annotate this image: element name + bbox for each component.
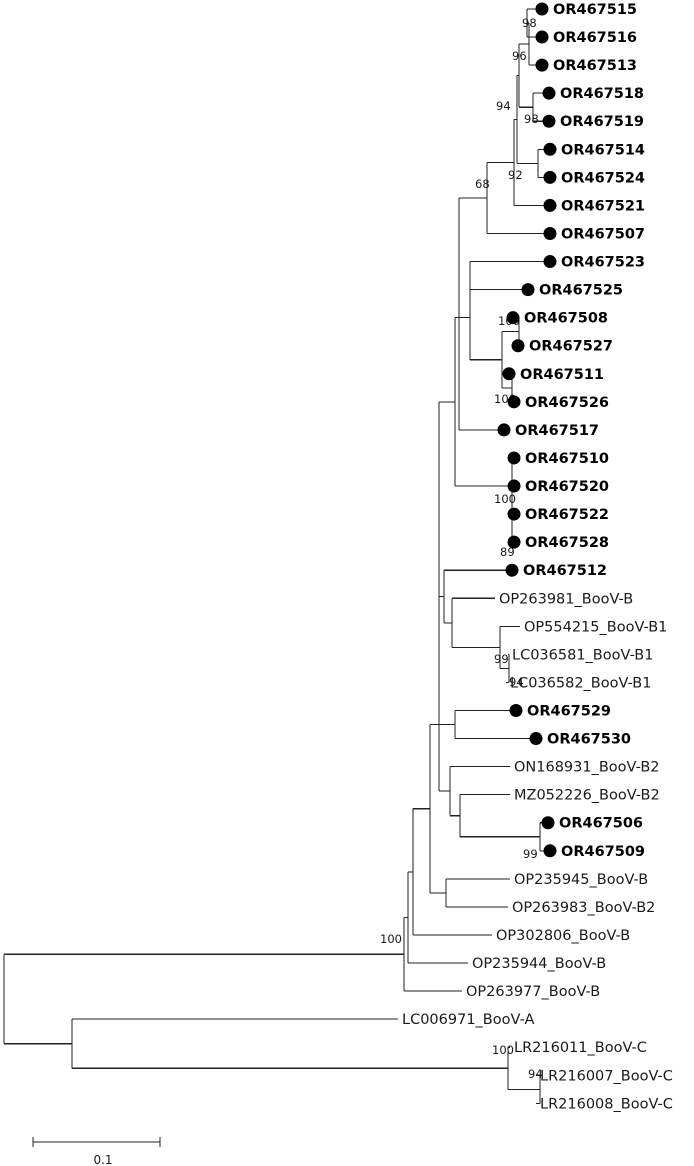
leaf-label: ON168931_BooV-B2 <box>514 760 660 776</box>
filled-circle-icon <box>529 732 543 746</box>
leaf-label: OR467521 <box>561 198 645 214</box>
filled-circle-icon <box>542 114 556 128</box>
leaf-label: OR467519 <box>560 114 644 130</box>
leaf-label: OR467510 <box>525 451 609 467</box>
filled-circle-icon <box>543 255 557 269</box>
leaf-label: LC036582_BooV-B1 <box>510 675 651 691</box>
leaf-label: OP235945_BooV-B <box>514 872 648 888</box>
bootstrap-value: 92 <box>508 168 523 182</box>
filled-circle-icon <box>543 170 557 184</box>
leaf-label: LR216007_BooV-C <box>540 1068 673 1084</box>
filled-circle-icon <box>543 844 557 858</box>
bootstrap-value: 68 <box>475 177 490 191</box>
filled-circle-icon <box>535 2 549 16</box>
filled-circle-icon <box>507 535 521 549</box>
filled-circle-icon <box>507 451 521 465</box>
leaf-label: OR467523 <box>561 255 645 271</box>
filled-circle-icon <box>541 816 555 830</box>
leaf-label: OR467524 <box>561 170 645 186</box>
leaf-label: OR467522 <box>525 507 609 523</box>
leaf-label: OR467520 <box>525 479 609 495</box>
bootstrap-value: 99 <box>523 847 538 861</box>
bootstrap-value: 94 <box>509 675 524 689</box>
leaf-label: LC036581_BooV-B1 <box>512 647 653 663</box>
leaf-label: OR467526 <box>525 395 609 411</box>
leaf-label: OR467517 <box>515 423 599 439</box>
leaf-label: OP263983_BooV-B2 <box>512 900 655 916</box>
leaf-label: OR467506 <box>559 816 643 832</box>
leaf-label: LR216011_BooV-C <box>514 1040 647 1056</box>
leaf-label: OR467528 <box>525 535 609 551</box>
filled-circle-icon <box>535 30 549 44</box>
leaf-label: OP235944_BooV-B <box>472 956 606 972</box>
tree-branches <box>3 8 546 1104</box>
bootstrap-values: 9896949892681001001008999949910010094 <box>380 16 543 1081</box>
filled-circle-icon <box>507 507 521 521</box>
leaf-label: OR467514 <box>561 142 645 158</box>
leaf-label: OP554215_BooV-B1 <box>524 619 667 635</box>
filled-circle-icon <box>505 563 519 577</box>
leaf-label: OR467525 <box>539 283 623 299</box>
bootstrap-value: 94 <box>496 99 511 113</box>
filled-circle-icon <box>543 198 557 212</box>
leaf-label: OR467530 <box>547 732 631 748</box>
bootstrap-value: 98 <box>522 16 537 30</box>
leaf-label: OR467518 <box>560 86 644 102</box>
filled-circle-icon <box>542 86 556 100</box>
bootstrap-value: 100 <box>494 492 516 506</box>
bootstrap-value: 100 <box>380 932 402 946</box>
leaf-label: LR216008_BooV-C <box>540 1096 673 1112</box>
bootstrap-value: 100 <box>492 1043 514 1057</box>
filled-circle-icon <box>502 367 516 381</box>
filled-circle-icon <box>543 142 557 156</box>
scale-bar: 0.1 <box>32 1137 161 1166</box>
filled-circle-icon <box>543 226 557 240</box>
leaf-label: OR467513 <box>553 58 637 74</box>
bootstrap-value: 89 <box>500 545 515 559</box>
leaf-label: LC006971_BooV-A <box>402 1012 534 1028</box>
leaf-label: OP263981_BooV-B <box>499 591 633 607</box>
bootstrap-value: 96 <box>512 49 527 63</box>
filled-circle-icon <box>497 423 511 437</box>
leaf-label: OR467516 <box>553 30 637 46</box>
filled-circle-icon <box>507 479 521 493</box>
filled-circle-icon <box>509 704 523 717</box>
leaf-label: MZ052226_BooV-B2 <box>514 788 660 804</box>
leaf-label: OR467507 <box>561 226 645 242</box>
bootstrap-value: 98 <box>524 112 539 126</box>
leaf-label: OR467529 <box>527 704 611 720</box>
leaf-label: OR467511 <box>520 367 604 383</box>
filled-circle-icon <box>511 339 525 353</box>
filled-circle-icon <box>521 283 535 297</box>
filled-circle-icon <box>507 395 521 409</box>
leaf-labels: OR467515OR467516OR467513OR467518OR467519… <box>402 2 673 1112</box>
leaf-label: OR467509 <box>561 844 645 860</box>
leaf-label: OR467512 <box>523 563 607 579</box>
leaf-label: OP302806_BooV-B <box>496 928 630 944</box>
leaf-label: OR467515 <box>553 2 637 18</box>
bootstrap-value: 94 <box>528 1067 543 1081</box>
leaf-label: OP263977_BooV-B <box>466 984 600 1000</box>
scale-bar-label: 0.1 <box>93 1153 112 1166</box>
bootstrap-value: 99 <box>494 652 509 666</box>
filled-circle-icon <box>506 311 520 325</box>
leaf-label: OR467508 <box>524 311 608 327</box>
filled-circle-icon <box>535 58 549 72</box>
leaf-label: OR467527 <box>529 339 613 355</box>
